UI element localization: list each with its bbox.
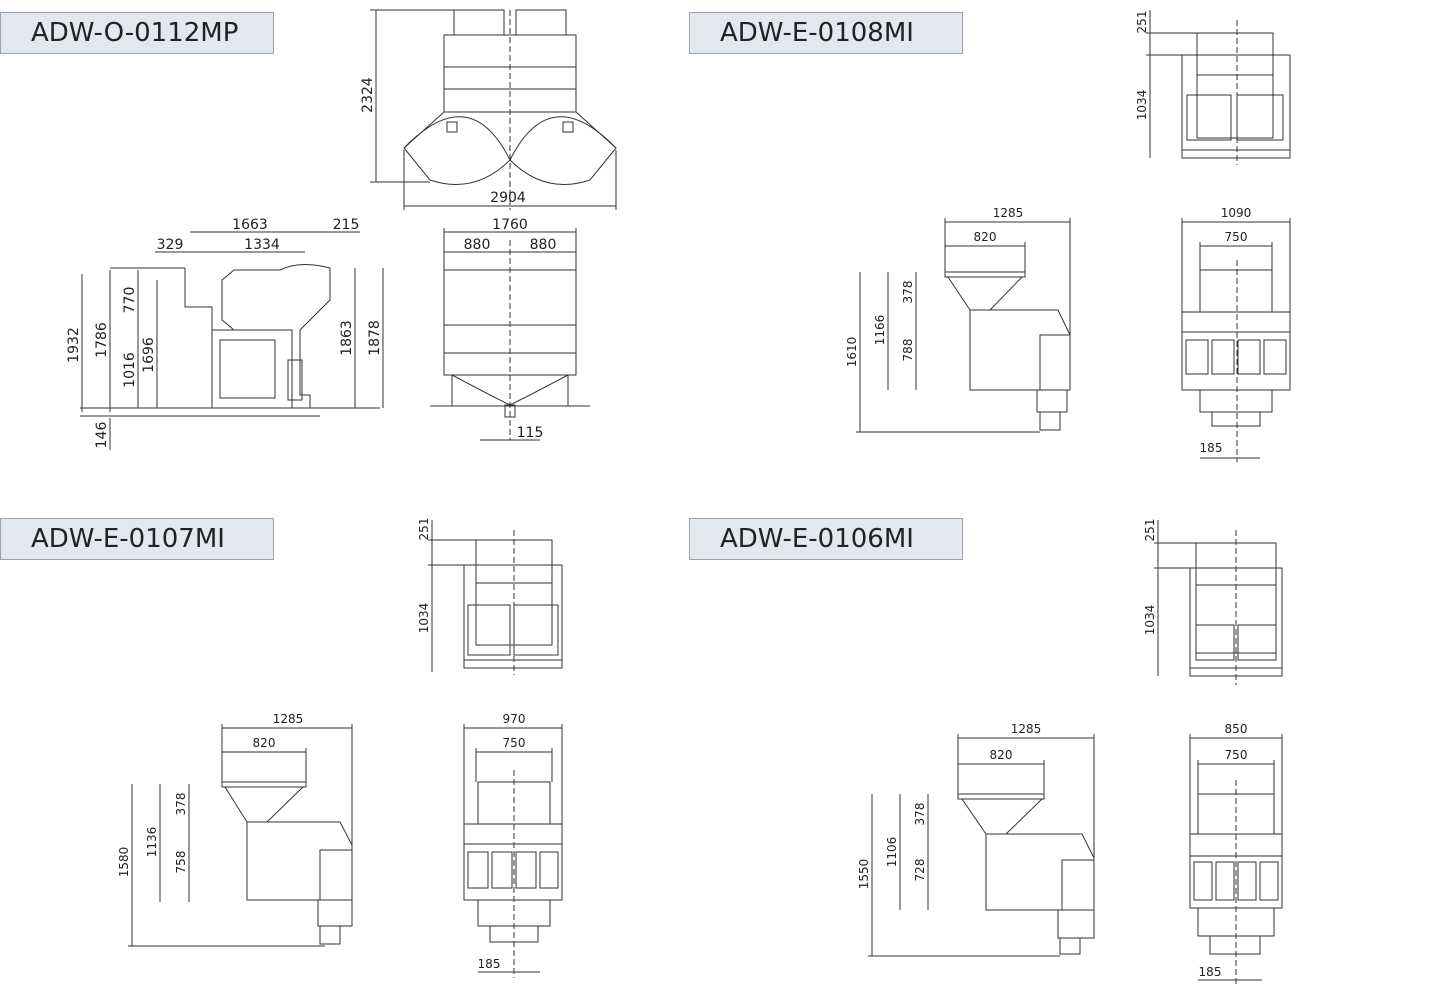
model-title-adw-o-0112mp: ADW-O-0112MP — [0, 12, 274, 54]
drawing-adw-e-0107mi: 251 1034 1285 820 1580 1136 378 758 — [117, 518, 563, 978]
dim-label: 788 — [901, 339, 915, 362]
model-title-text: ADW-E-0107MI — [31, 524, 225, 554]
dim-label: 750 — [1225, 748, 1248, 762]
dim-label: 378 — [913, 803, 927, 826]
side-view — [856, 218, 1071, 433]
dim-label: 850 — [1225, 722, 1248, 736]
dim-label: 1610 — [845, 337, 859, 368]
dim-label: 770 — [122, 287, 138, 314]
dim-label: 1285 — [1011, 722, 1042, 736]
dim-label: 970 — [503, 712, 526, 726]
dim-label: 820 — [974, 230, 997, 244]
front-view — [1181, 218, 1291, 462]
drawing-adw-e-0106mi: 251 1034 1285 820 1550 1106 378 728 — [857, 519, 1283, 985]
dim-label: 1696 — [141, 337, 157, 373]
dim-label: 1760 — [492, 217, 528, 233]
dim-label: 728 — [913, 859, 927, 882]
plan-view — [1154, 520, 1283, 685]
dim-label: 1786 — [94, 322, 110, 358]
dim-label: 820 — [253, 736, 276, 750]
dim-label: 820 — [990, 748, 1013, 762]
dim-label: 750 — [503, 736, 526, 750]
dim-label: 1136 — [145, 827, 159, 858]
dim-label: 1285 — [993, 206, 1024, 220]
dim-label: 378 — [174, 793, 188, 816]
dim-label: 2904 — [490, 190, 526, 206]
dim-label: 185 — [478, 957, 501, 971]
dim-label: 185 — [1200, 441, 1223, 455]
dim-label: 1106 — [885, 837, 899, 868]
side-view — [128, 724, 353, 947]
model-title-adw-e-0107mi: ADW-E-0107MI — [0, 518, 274, 560]
dim-label: 251 — [417, 518, 431, 541]
plan-view — [370, 9, 617, 210]
dim-label: 1932 — [66, 327, 82, 363]
dim-label: 1663 — [232, 217, 268, 233]
side-view — [80, 231, 384, 450]
side-view — [868, 734, 1095, 957]
model-title-text: ADW-E-0106MI — [720, 524, 914, 554]
dim-label: 1090 — [1221, 206, 1252, 220]
model-title-adw-e-0106mi: ADW-E-0106MI — [689, 518, 963, 560]
dim-label: 1334 — [244, 237, 280, 253]
dim-label: 185 — [1199, 965, 1222, 979]
front-view — [1189, 734, 1283, 985]
dim-label: 1034 — [1135, 90, 1149, 121]
dim-label: 1550 — [857, 859, 871, 890]
plan-view — [1146, 10, 1291, 165]
front-view — [463, 724, 563, 978]
dim-label: 880 — [464, 237, 491, 253]
dim-label: 215 — [333, 217, 360, 233]
model-title-text: ADW-O-0112MP — [31, 18, 239, 48]
dim-label: 2324 — [360, 77, 376, 113]
drawing-adw-o-0112mp: 2324 2904 1663 215 329 1 — [66, 9, 617, 450]
dim-label: 1034 — [417, 603, 431, 634]
model-title-adw-e-0108mi: ADW-E-0108MI — [689, 12, 963, 54]
dim-label: 1863 — [339, 320, 355, 356]
front-view — [430, 228, 590, 441]
dim-label: 1580 — [117, 847, 131, 878]
dim-label: 750 — [1225, 230, 1248, 244]
dim-label: 251 — [1135, 11, 1149, 34]
dim-label: 329 — [157, 237, 184, 253]
dim-label: 758 — [174, 851, 188, 874]
plan-view — [428, 520, 563, 675]
drawing-adw-e-0108mi: 251 1034 1285 820 1610 1166 378 788 — [845, 10, 1291, 462]
dim-label: 251 — [1143, 519, 1157, 542]
dim-label: 1016 — [122, 352, 138, 388]
dim-label: 1166 — [873, 315, 887, 346]
dim-label: 146 — [94, 422, 110, 449]
model-title-text: ADW-E-0108MI — [720, 18, 914, 48]
dim-label: 115 — [517, 425, 544, 441]
dim-label: 1285 — [273, 712, 304, 726]
dim-label: 880 — [530, 237, 557, 253]
dim-label: 1034 — [1143, 605, 1157, 636]
dim-label: 378 — [901, 281, 915, 304]
dim-label: 1878 — [367, 320, 383, 356]
